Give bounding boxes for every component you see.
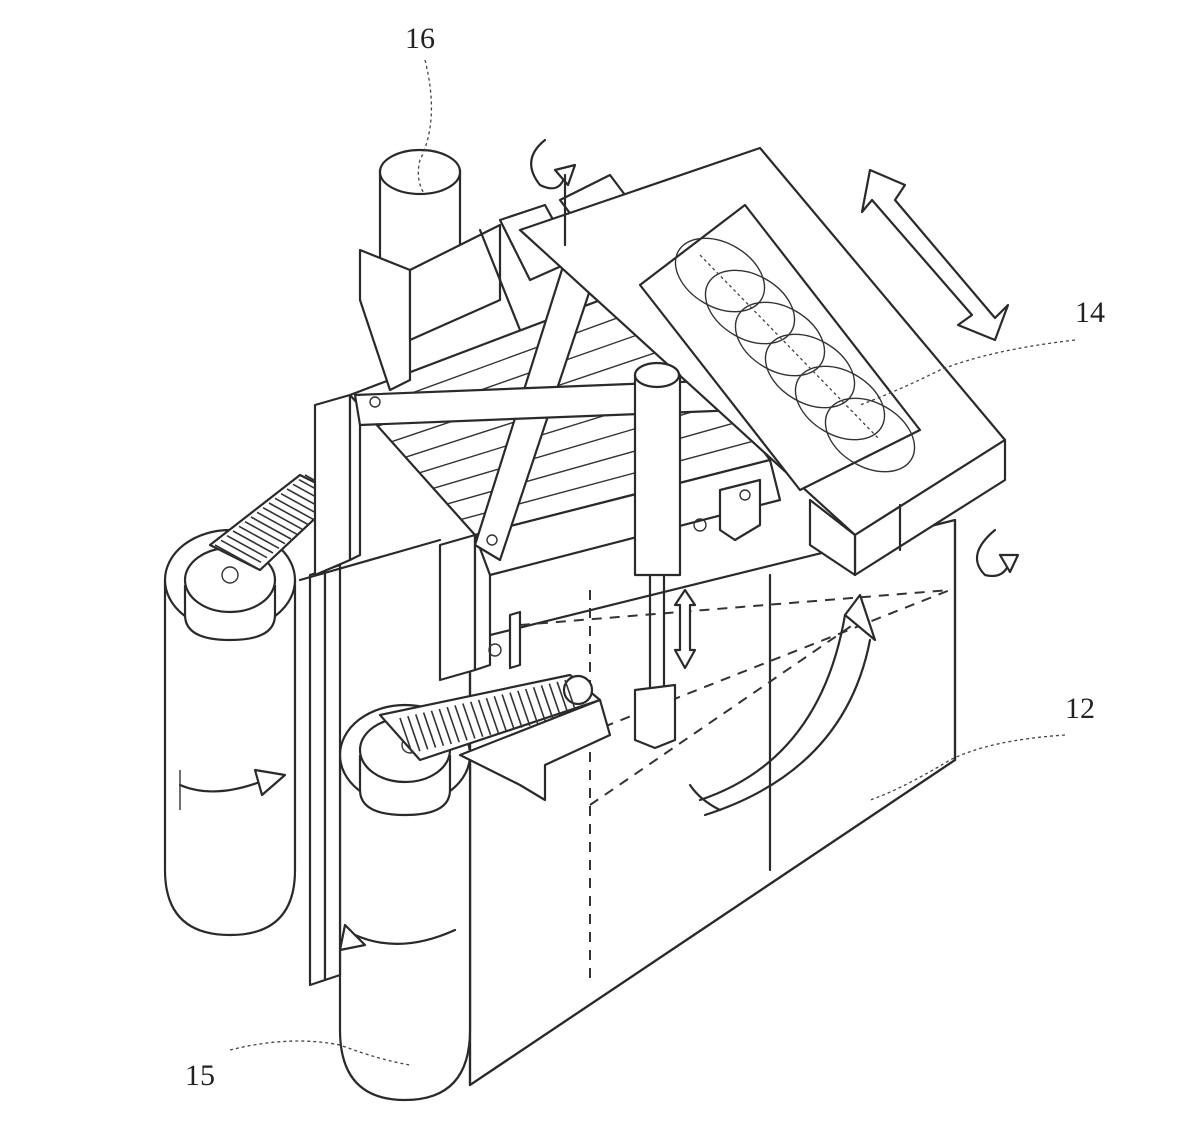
left-roller: [163, 528, 297, 937]
motion-arrows: [530, 138, 1020, 817]
ref-label-15: 15: [185, 1059, 215, 1092]
spring-frame: [518, 146, 1007, 577]
main-housing: [468, 518, 957, 1087]
front-roller: [338, 703, 472, 1102]
leader-lines: [229, 59, 1076, 1066]
ref-label-16: 16: [405, 22, 435, 55]
actuator-cylinder: [633, 361, 682, 750]
ref-label-12: 12: [1065, 692, 1095, 725]
front-belt: [378, 673, 612, 802]
ref-label-14: 14: [1075, 296, 1105, 329]
vertical-rails: [298, 538, 442, 987]
spring-coil: [674, 237, 916, 473]
